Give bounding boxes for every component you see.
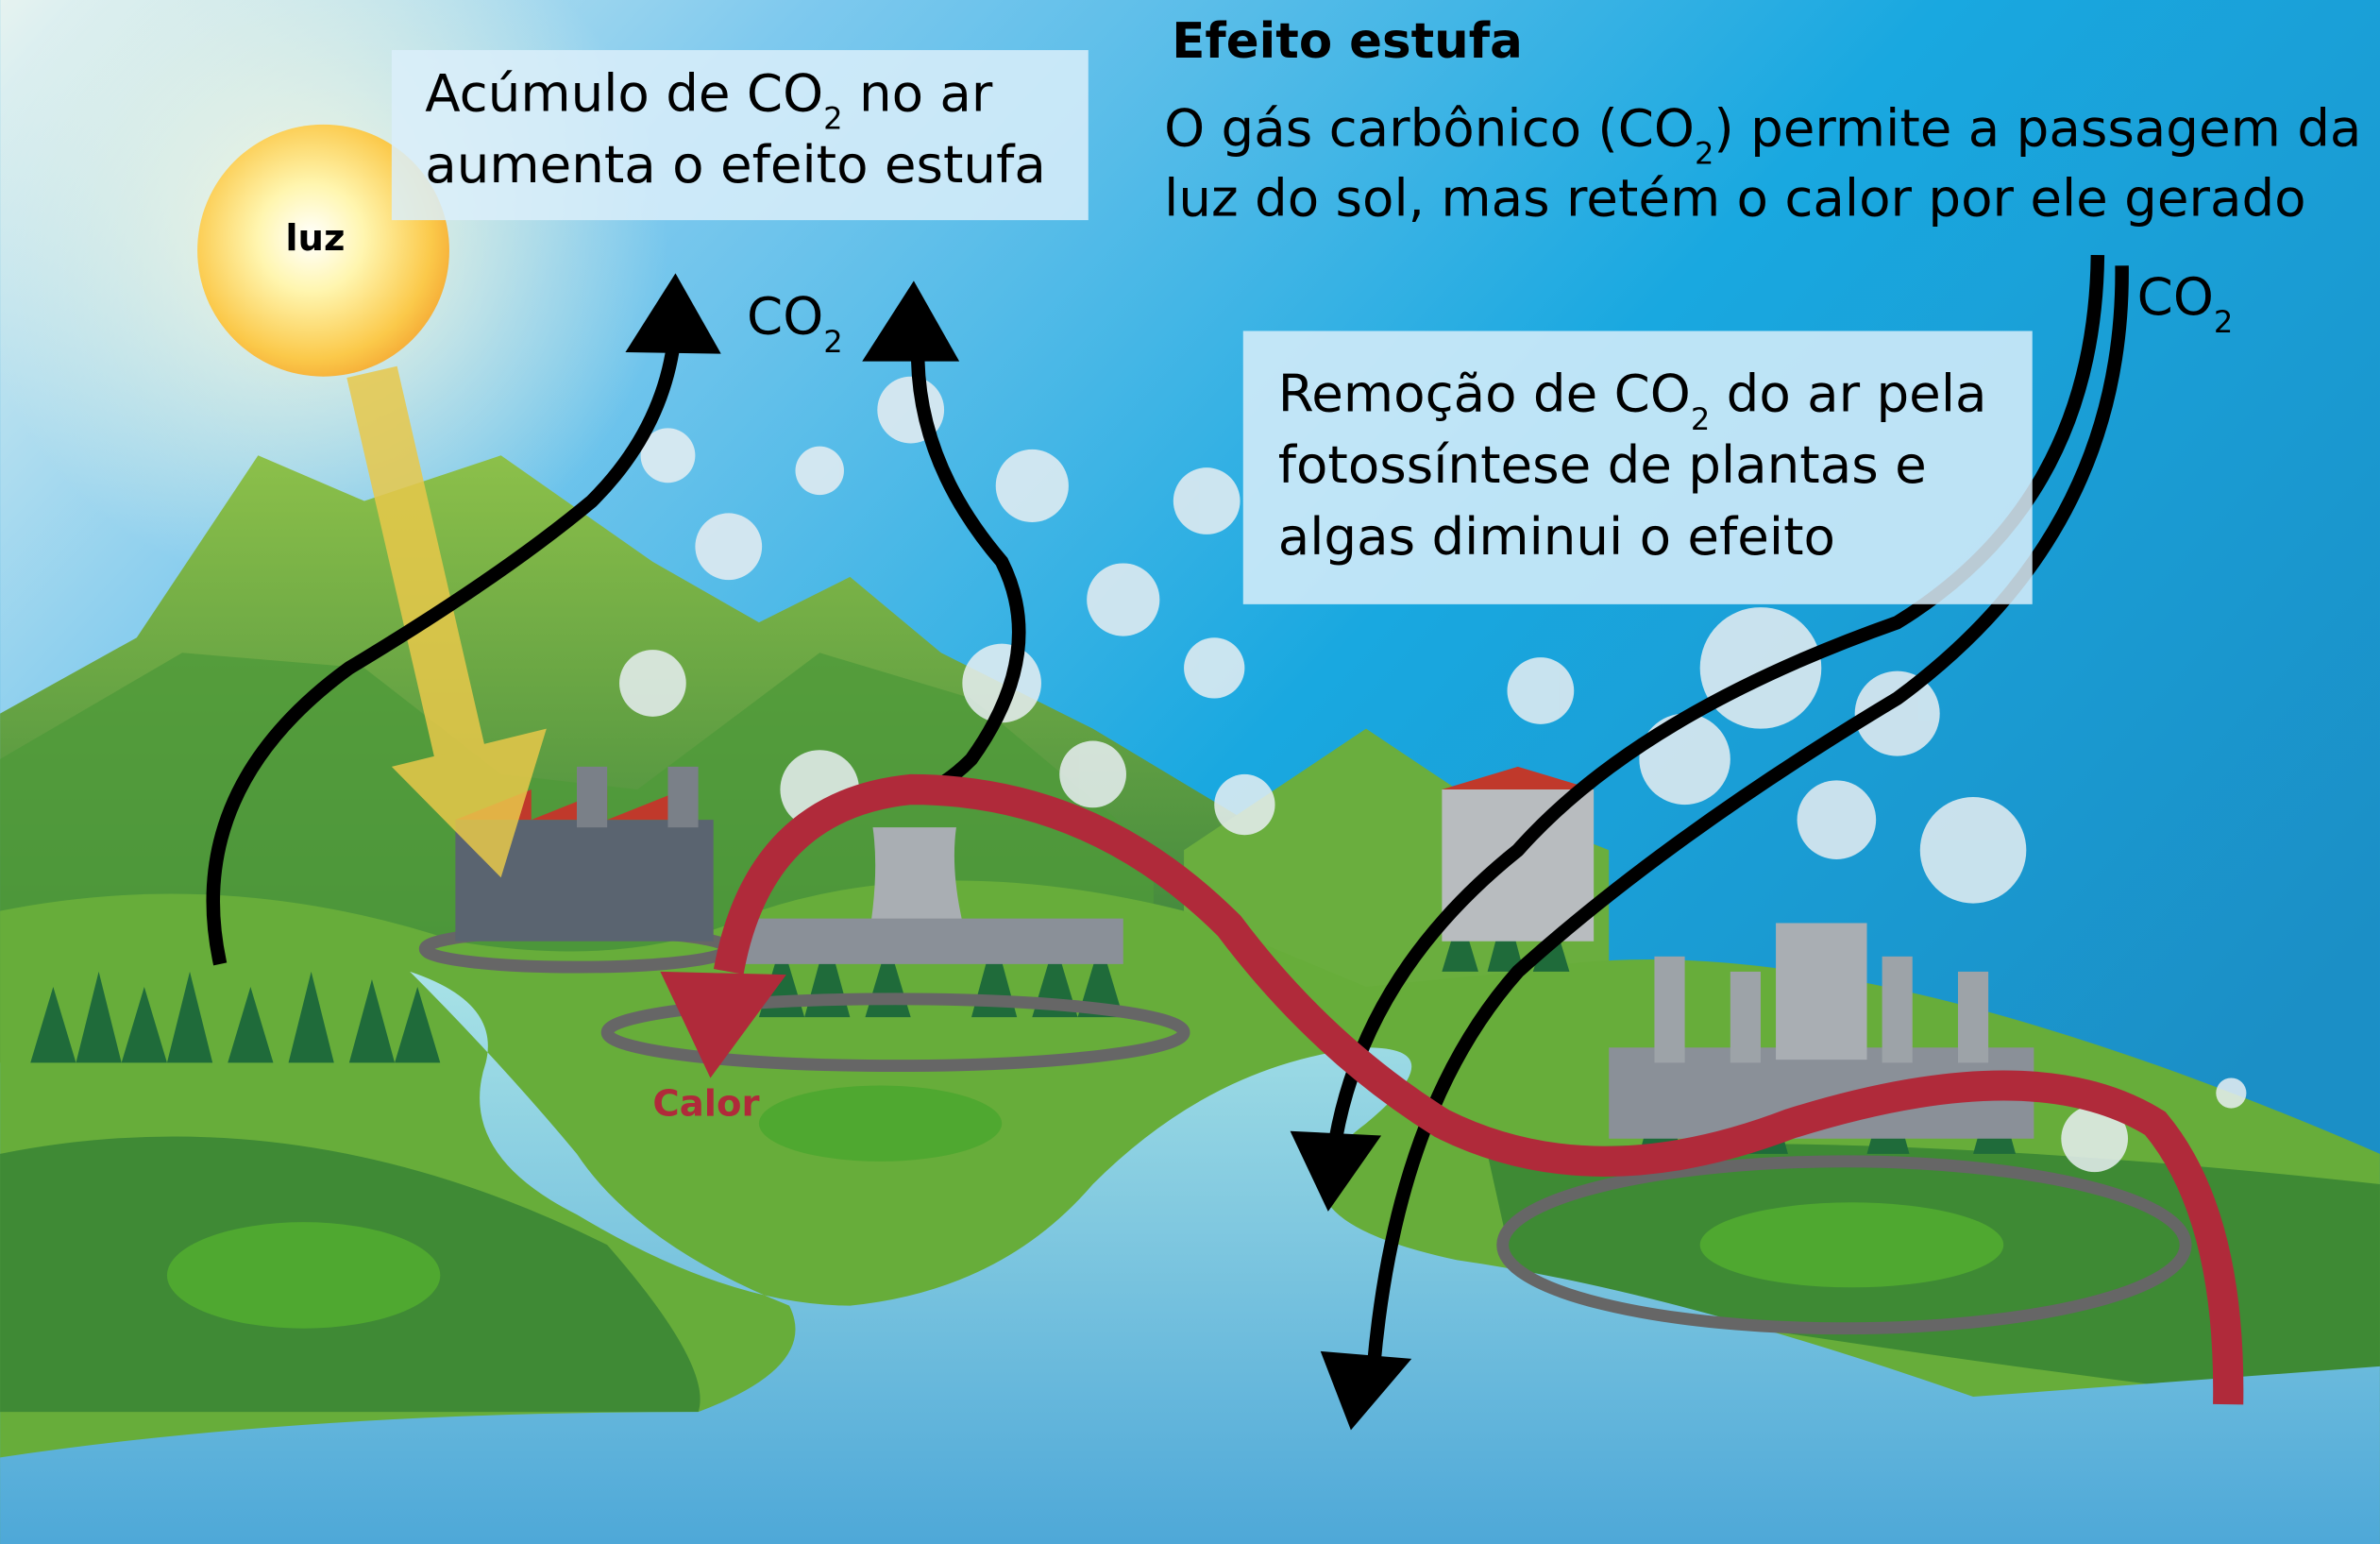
removal-line-1: Remoção de CO2 do ar pela [1278, 364, 1987, 437]
accumulation-line-1: Acúmulo de CO2 no ar [425, 62, 993, 136]
light-arrow [346, 365, 547, 878]
heat-arrow [713, 773, 2244, 1405]
sun [197, 124, 449, 377]
description-line-2: luz do sol, mas retém o calor por ele ge… [1164, 167, 2305, 228]
river [0, 971, 2380, 1544]
sun-label: luz [285, 217, 345, 260]
description-line-1: O gás carbônico (CO2) permite a passagem… [1164, 97, 2361, 171]
arrowhead-up-left [625, 273, 721, 354]
co2-up-label: CO2 [747, 286, 843, 360]
page-title: Efeito estufa [1172, 13, 1523, 70]
removal-line-2: fotossíntese de plantas e [1278, 434, 1927, 495]
heat-label: Calor [652, 1083, 759, 1126]
arrowhead-down-left [1290, 1130, 1382, 1212]
accumulation-line-2: aumenta o efeito estufa [425, 134, 1046, 195]
smoke-clouds [619, 376, 2247, 1173]
arrowhead-up-right [862, 280, 960, 362]
removal-line-3: algas diminui o efeito [1278, 506, 1835, 567]
heat-arrowhead [660, 971, 786, 1078]
co2-down-label: CO2 [2137, 266, 2234, 340]
accumulation-box [391, 50, 1089, 221]
removal-box [1242, 331, 2033, 604]
co2-emission-arrows [206, 326, 1026, 966]
